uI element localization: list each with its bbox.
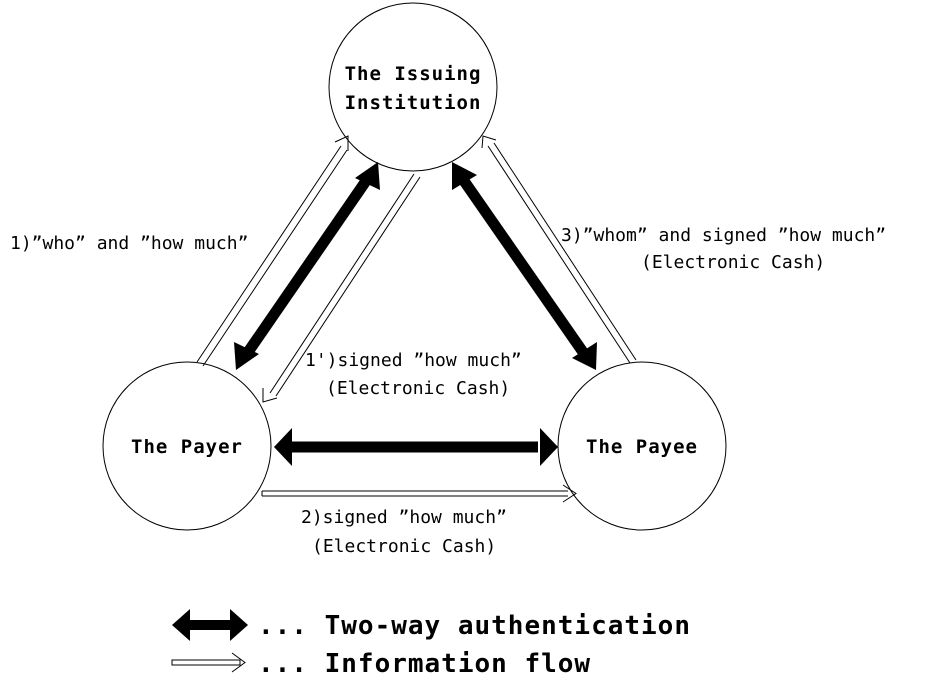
flow-2-label-line1: 2)signed ”how much” bbox=[301, 507, 507, 528]
issuer-label-line2: Institution bbox=[345, 92, 482, 114]
flow-1p-label-line2: (Electronic Cash) bbox=[326, 378, 510, 399]
auth-arrow-payer-issuer bbox=[234, 162, 380, 370]
legend-auth-arrow-icon bbox=[172, 609, 248, 641]
flow-1p-label-line1: 1')signed ”how much” bbox=[305, 350, 522, 371]
node-issuing-institution bbox=[328, 2, 498, 172]
flow-3-label-line1: 3)”whom” and signed ”how much” bbox=[561, 225, 886, 246]
flow-1-label: 1)”who” and ”how much” bbox=[10, 233, 248, 254]
node-payer bbox=[102, 361, 272, 531]
flow-3-label-line2: (Electronic Cash) bbox=[641, 252, 825, 273]
auth-arrow-payer-payee bbox=[274, 428, 558, 466]
info-arrow-1p-issuer-to-payer bbox=[262, 173, 421, 403]
legend-info-label: ... Information flow bbox=[258, 649, 591, 679]
info-arrow-1-payer-to-issuer bbox=[196, 135, 349, 367]
payee-label: The Payee bbox=[586, 436, 698, 458]
legend-info-arrow-icon bbox=[171, 652, 246, 673]
node-payee bbox=[557, 361, 727, 531]
auth-arrow-payee-issuer bbox=[452, 162, 597, 370]
flow-2-label-line2: (Electronic Cash) bbox=[312, 536, 496, 557]
legend: ... Two-way authentication ... Informati… bbox=[171, 609, 691, 679]
issuer-label-line1: The Issuing bbox=[345, 63, 482, 85]
payer-label: The Payer bbox=[131, 436, 243, 458]
legend-auth-label: ... Two-way authentication bbox=[258, 611, 691, 641]
info-arrow-2-payer-to-payee bbox=[261, 484, 577, 503]
info-arrow-3-payee-to-issuer bbox=[481, 135, 637, 364]
